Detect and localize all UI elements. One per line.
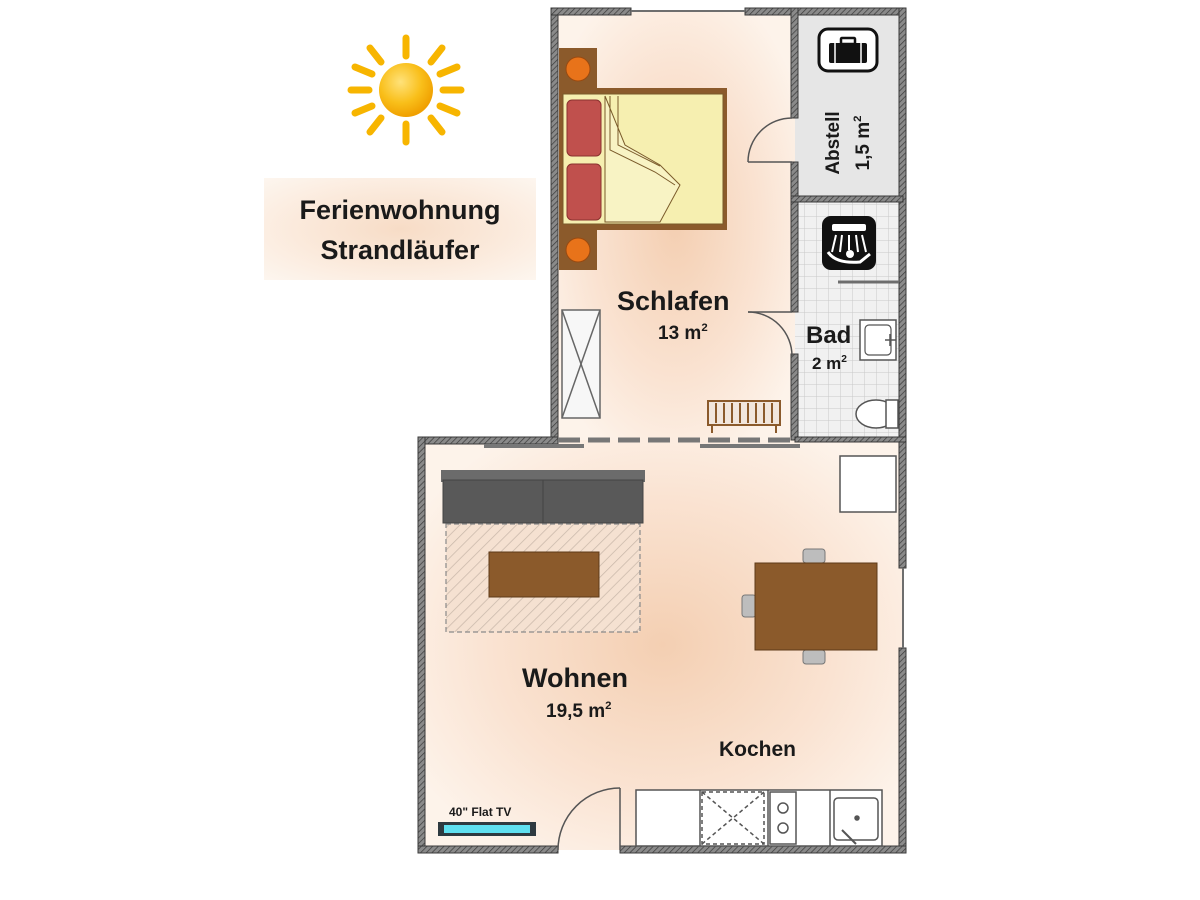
- door-abstell: [747, 117, 793, 163]
- cabinet: [839, 455, 897, 513]
- room-kochen-name: Kochen: [719, 738, 797, 761]
- tv: [438, 822, 536, 836]
- washbasin: [859, 319, 897, 361]
- shower-icon: [822, 216, 876, 270]
- dining-table: [741, 548, 878, 665]
- room-wohnen-name: Wohnen: [522, 663, 628, 693]
- room-abstell-name: Abstell: [823, 111, 845, 175]
- tv-label: 40" Flat TV: [449, 805, 512, 819]
- room-abstell-area: 1,5 m2: [852, 115, 874, 171]
- suitcase-icon: [817, 27, 879, 73]
- walls: [417, 7, 907, 854]
- room-abstell-label: Abstell 1,5 m2: [822, 98, 876, 188]
- sliding-door: [484, 437, 800, 448]
- door-bad: [747, 311, 793, 357]
- double-bed: [559, 48, 727, 270]
- kitchen-counter: [635, 789, 883, 847]
- room-wohnen-area: 19,5 m2: [546, 700, 612, 722]
- toilet: [855, 399, 899, 429]
- title-line-2: Strandläufer: [320, 235, 480, 265]
- bench: [707, 400, 781, 433]
- room-bad-area: 2 m2: [812, 354, 847, 374]
- sofa: [441, 470, 645, 524]
- door-entrance: [557, 787, 621, 851]
- room-schlafen-area: 13 m2: [658, 322, 708, 344]
- room-bad-name: Bad: [806, 322, 852, 349]
- wardrobe: [561, 309, 601, 419]
- coffee-table: [488, 551, 600, 598]
- apartment-title: Ferienwohnung Strandläufer: [264, 178, 536, 280]
- title-line-1: Ferienwohnung: [299, 195, 501, 225]
- room-schlafen-name: Schlafen: [617, 286, 730, 316]
- sun-icon: [347, 34, 465, 146]
